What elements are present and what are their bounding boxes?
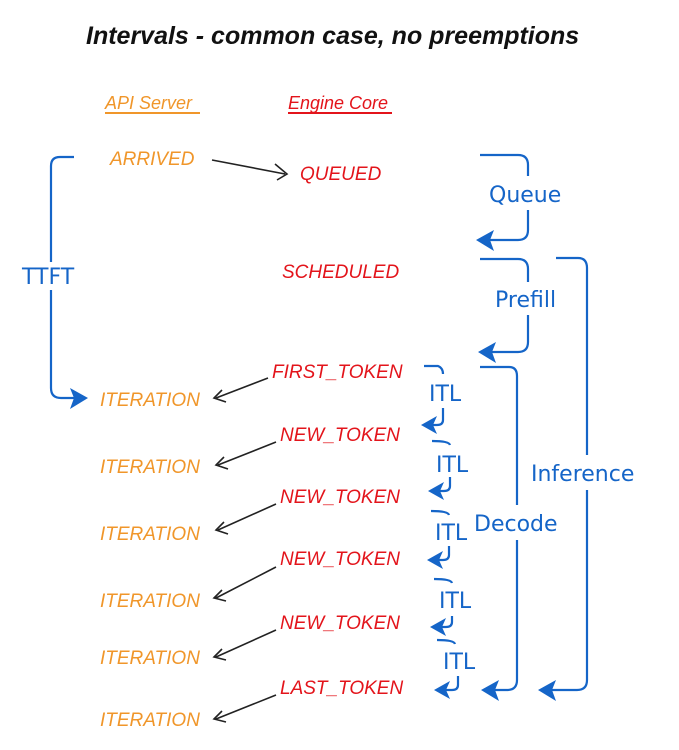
arrowhead-icon [70, 388, 88, 409]
inference-bracket [550, 256, 589, 692]
prefill-bracket [480, 257, 530, 354]
arrowhead-icon [427, 551, 443, 569]
arrow-token-to-iteration [212, 377, 269, 403]
arrowhead-icon [481, 680, 499, 701]
state-queued: QUEUED [300, 164, 382, 185]
decode-label: Decode [474, 512, 558, 537]
state-scheduled: SCHEDULED [282, 262, 399, 283]
state-iteration: ITERATION [100, 524, 200, 545]
state-new-token: NEW_TOKEN [280, 487, 400, 508]
decode-bracket [480, 365, 519, 692]
itl-bracket [430, 509, 451, 562]
state-arrived: ARRIVED [109, 149, 195, 170]
itl-bracket [433, 577, 454, 629]
arrow-token-to-iteration [214, 503, 277, 535]
itl-label: ITL [435, 521, 468, 546]
state-iteration: ITERATION [100, 457, 200, 478]
transition-arrows [211, 159, 289, 723]
state-iteration: ITERATION [100, 591, 200, 612]
prefill-label: Prefill [495, 288, 556, 313]
queue-bracket [480, 153, 530, 242]
engine-core-header: Engine Core [288, 93, 388, 113]
arrowhead-icon [430, 618, 446, 636]
arrowhead-icon [434, 681, 450, 699]
state-iteration: ITERATION [100, 710, 200, 731]
arrowhead-icon [476, 230, 494, 251]
itl-label: ITL [439, 589, 472, 614]
ttft-label: TTFT [21, 265, 75, 290]
arrowhead-icon [421, 416, 437, 434]
arrowhead-icon [428, 482, 444, 500]
diagram-title: Intervals - common case, no preemptions [86, 22, 579, 50]
state-iteration: ITERATION [100, 648, 200, 669]
itl-label: ITL [436, 453, 469, 478]
itl-label: ITL [429, 382, 462, 407]
arrow-token-to-iteration [214, 441, 277, 470]
api-server-header: API Server [104, 93, 193, 113]
state-last-token: LAST_TOKEN [280, 678, 403, 699]
state-new-token: NEW_TOKEN [280, 425, 400, 446]
arrow-token-to-iteration [212, 629, 277, 661]
queue-label: Queue [489, 183, 561, 208]
itl-bracket [436, 638, 460, 692]
state-new-token: NEW_TOKEN [280, 613, 400, 634]
arrow-arrived-to-queued [211, 159, 289, 181]
arrowhead-icon [538, 680, 556, 701]
state-iteration: ITERATION [100, 390, 200, 411]
itl-bracket [424, 364, 445, 427]
itl-bracket [431, 439, 452, 493]
arrow-token-to-iteration [212, 694, 277, 723]
itl-label: ITL [443, 650, 476, 675]
arrowhead-icon [478, 342, 496, 363]
ttft-bracket [49, 155, 78, 400]
inference-label: Inference [531, 462, 634, 487]
state-first-token: FIRST_TOKEN [272, 362, 403, 383]
itl-brackets: ITL ITL ITL ITL ITL [421, 364, 476, 699]
arrow-token-to-iteration [212, 566, 277, 602]
state-new-token: NEW_TOKEN [280, 549, 400, 570]
